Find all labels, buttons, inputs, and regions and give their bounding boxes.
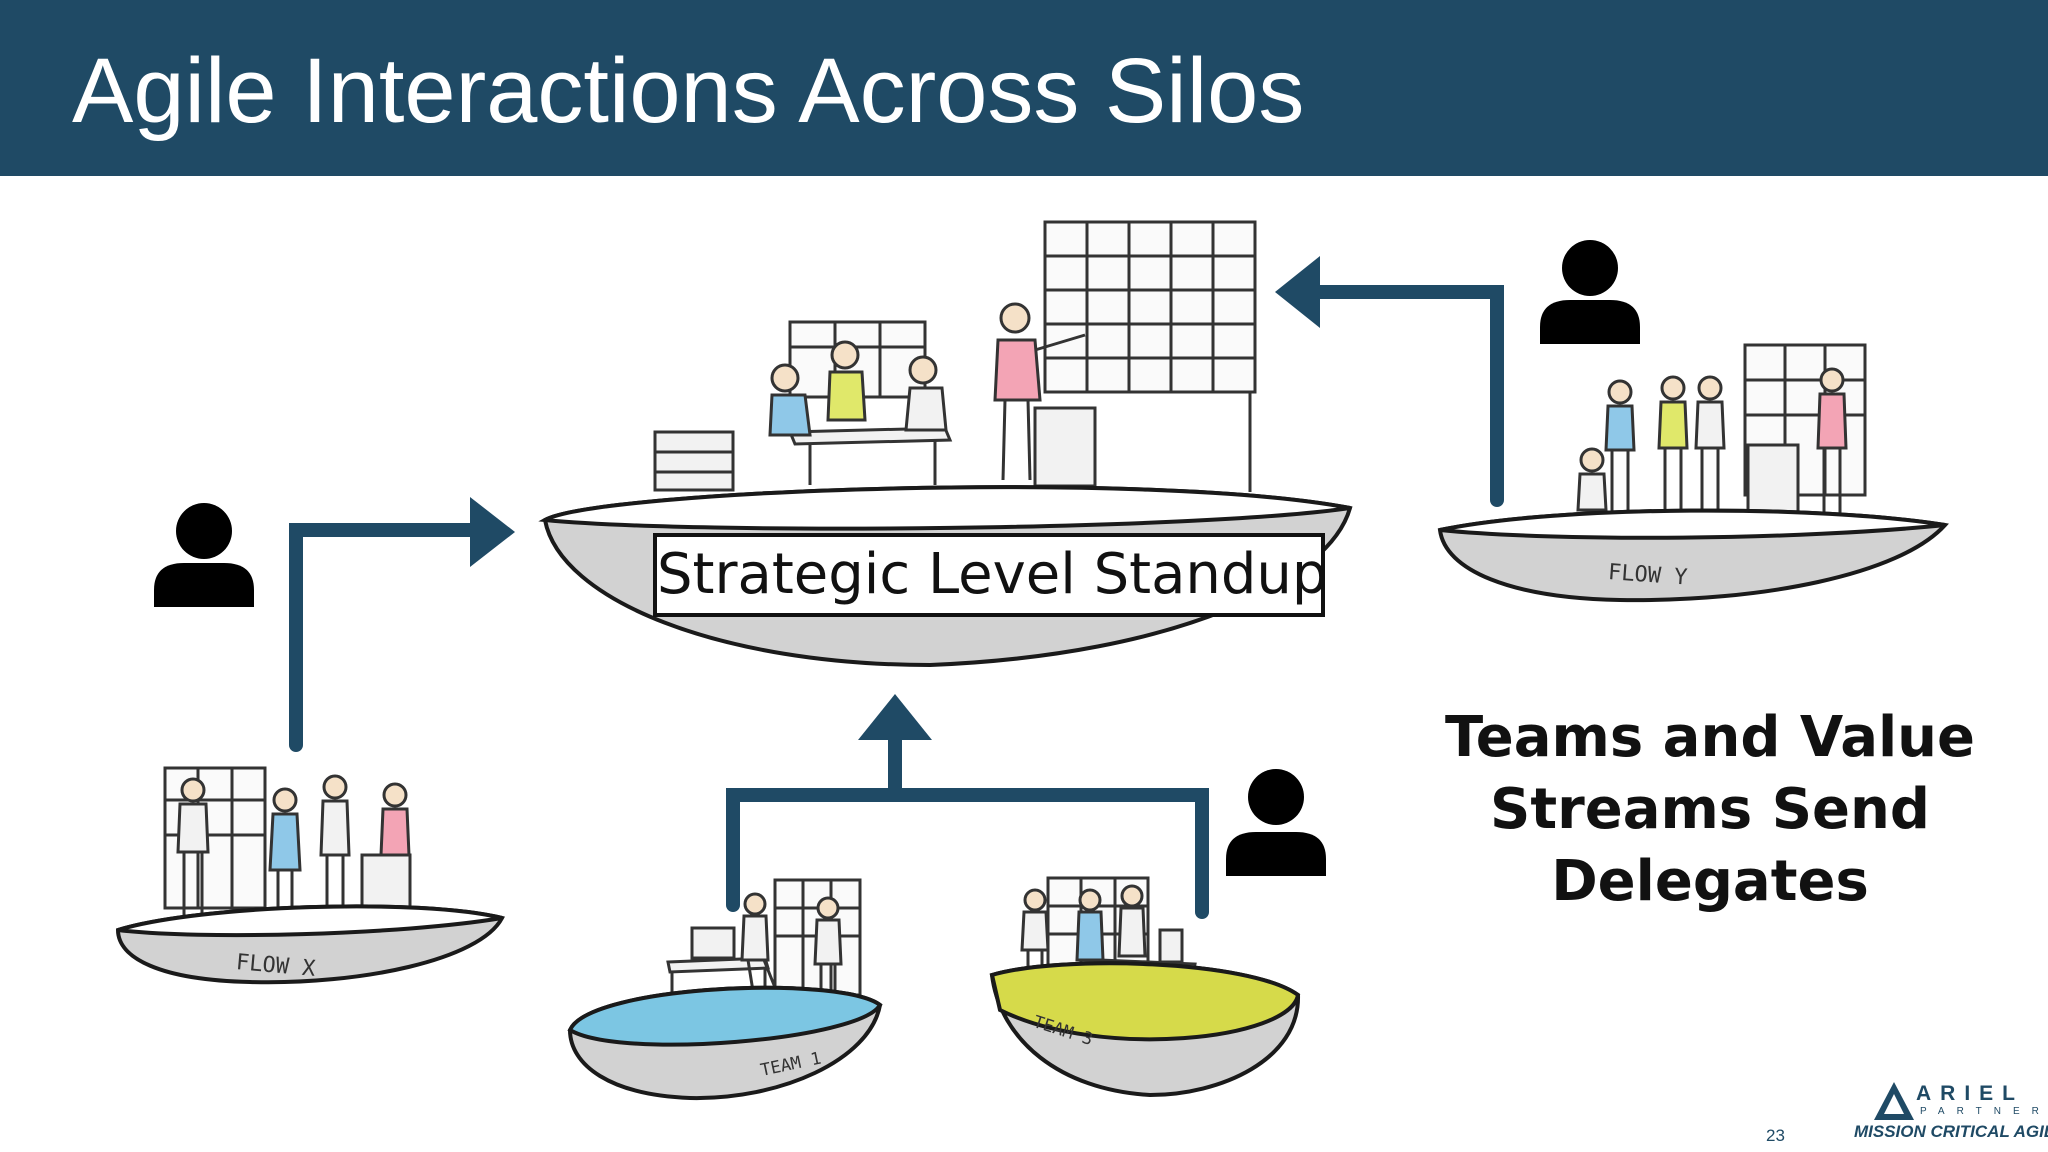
flow-x-boat: FLOW X	[115, 766, 505, 985]
delegates-caption: Teams and Value Streams Send Delegates	[1430, 702, 1990, 918]
flow-y-label: FLOW Y	[1607, 560, 1688, 590]
delegates-line-1: Teams and Value	[1444, 705, 1976, 770]
person-icon	[154, 503, 254, 607]
arrow-flow-x-to-standup	[289, 497, 515, 752]
delegates-line-3: Delegates	[1551, 849, 1869, 914]
page-title: Agile Interactions Across Silos	[72, 40, 1305, 142]
arrow-up-icon	[858, 694, 932, 740]
team-1-boat: TEAM 1	[567, 878, 883, 1101]
person-icon	[1540, 240, 1640, 344]
logo-sub: PARTNERS	[1920, 1106, 2048, 1117]
seated-person-1	[768, 363, 812, 437]
seated-person-3	[904, 355, 948, 432]
title-bar: Agile Interactions Across Silos	[0, 0, 2048, 176]
team-3-boat: TEAM 3	[989, 876, 1301, 1098]
strategic-standup-label: Strategic Level Standup	[653, 533, 1327, 617]
strategic-standup-boat	[538, 220, 1353, 668]
logo-tagline: MISSION CRITICAL AGILE	[1854, 1122, 2048, 1141]
arrow-left-icon	[1275, 256, 1320, 328]
slide-number: 23	[1766, 1126, 1785, 1145]
ariel-partners-logo: ARIEL PARTNERS MISSION CRITICAL AGILE	[1852, 1082, 2048, 1146]
seated-person-2	[826, 340, 867, 422]
logo-name: ARIEL	[1916, 1082, 2024, 1105]
arrow-right-icon	[470, 497, 515, 567]
strategic-meeting-scene	[653, 220, 1257, 492]
logo-triangle-icon	[1874, 1082, 1914, 1120]
flow-y-boat: FLOW Y	[1437, 343, 1949, 603]
person-icon	[1226, 769, 1326, 876]
arrow-flow-y-to-standup	[1275, 256, 1504, 507]
delegates-line-2: Streams Send	[1490, 777, 1930, 842]
presenter-figure	[993, 302, 1086, 481]
arrow-teams-to-standup	[726, 694, 1209, 919]
